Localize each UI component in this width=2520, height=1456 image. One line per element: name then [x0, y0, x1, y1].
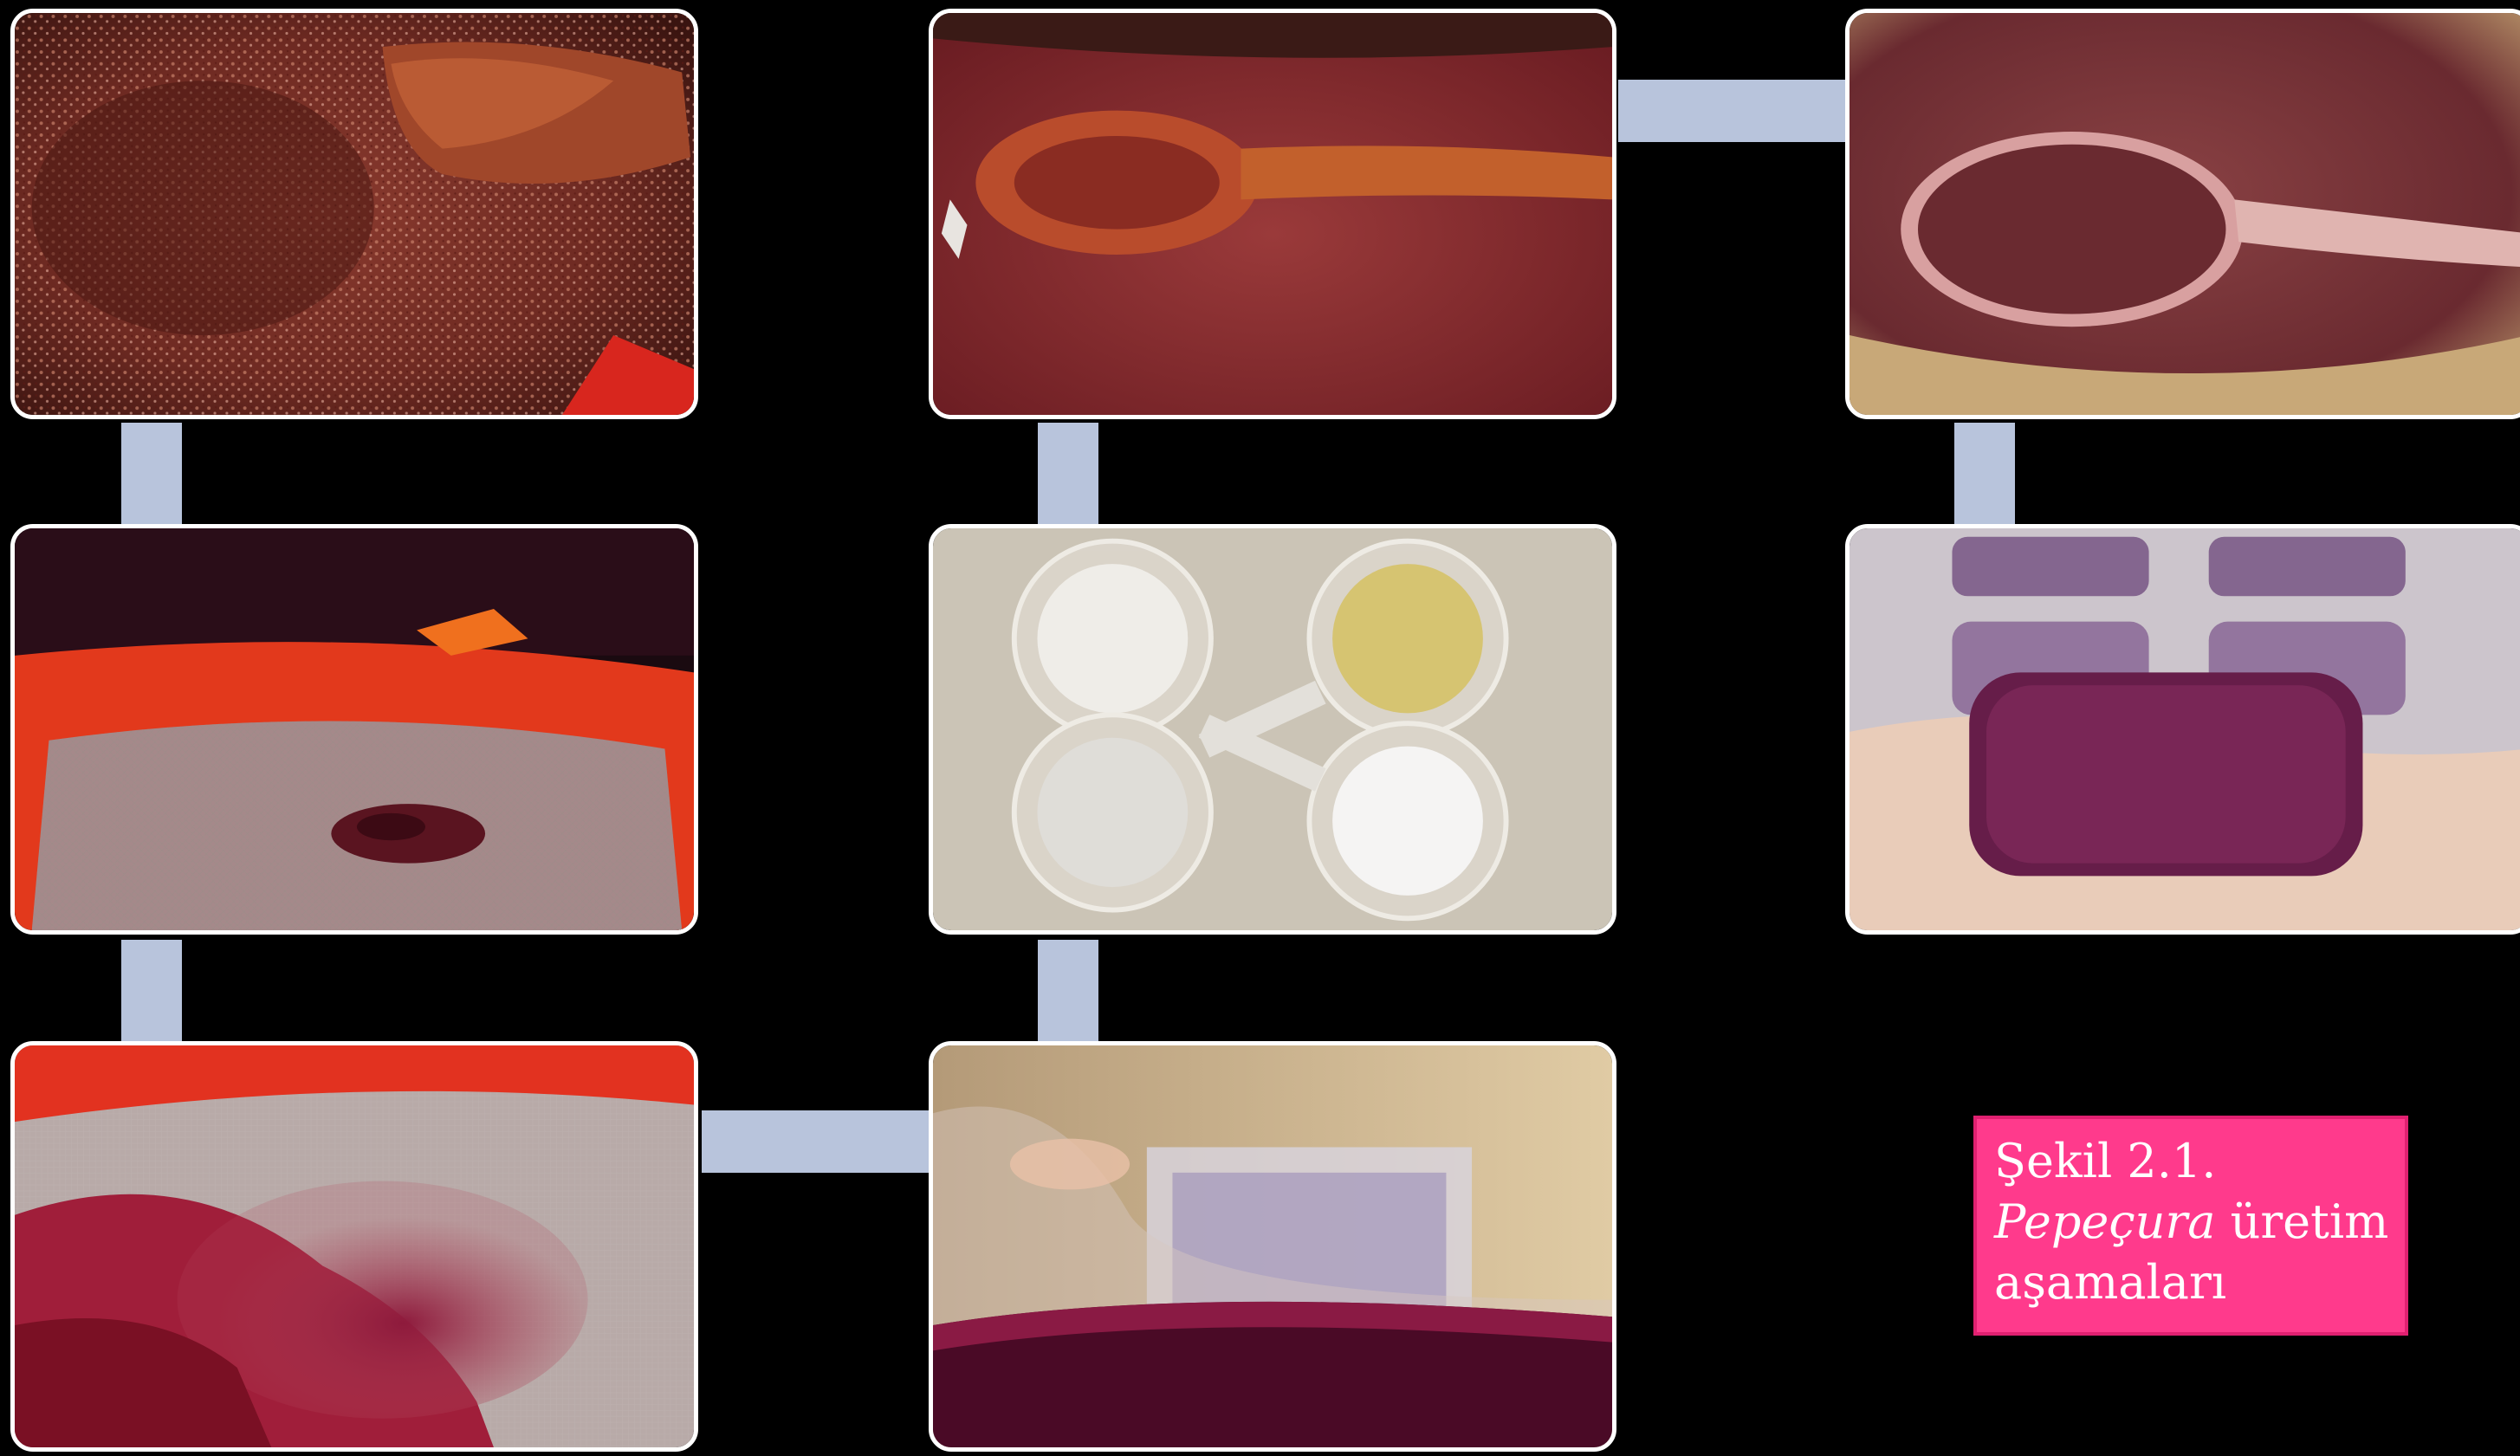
photo-thickened-mixture-spoon — [1845, 9, 2520, 419]
photo-mash-on-sieve — [10, 9, 698, 419]
photo-set-pudding-cups — [1845, 524, 2520, 935]
photo-cooking-with-wooden-spoon — [929, 9, 1616, 419]
photo-juice-through-mesh — [10, 1041, 698, 1452]
connector-7-8 — [1954, 423, 2015, 525]
connector-1-2 — [121, 423, 182, 525]
caption-line-1: Şekil 2.1. — [1994, 1131, 2387, 1192]
photo-juice-in-glass — [929, 1041, 1616, 1452]
connector-3-4 — [702, 1110, 934, 1173]
connector-2-3 — [121, 940, 182, 1042]
photo-strainer-over-bowl — [10, 524, 698, 935]
connector-4-5 — [1038, 940, 1098, 1042]
caption-line-2-rest: üretim — [2215, 1194, 2388, 1249]
caption-italic-term: Pepeçura — [1994, 1194, 2215, 1249]
caption-line-3: aşamaları — [1994, 1252, 2387, 1313]
caption-line-2: Pepeçura üretim — [1994, 1192, 2387, 1252]
photo-ingredient-bowls — [929, 524, 1616, 935]
figure-caption: Şekil 2.1. Pepeçura üretim aşamaları — [1973, 1116, 2408, 1336]
connector-6-7 — [1618, 80, 1850, 142]
connector-5-6 — [1038, 423, 1098, 525]
